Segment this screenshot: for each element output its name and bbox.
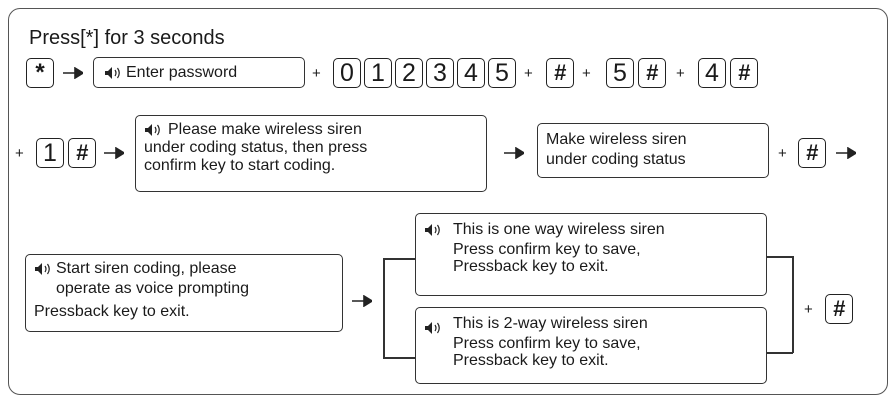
hash-key: # xyxy=(730,58,758,88)
plus-sign: + xyxy=(15,145,24,162)
digit-key: 2 xyxy=(395,58,423,88)
one-way-line: Press confirm key to save, xyxy=(453,241,641,258)
hash-key: # xyxy=(798,138,826,168)
speaker-icon xyxy=(425,224,440,236)
right-arrow-icon xyxy=(504,147,524,159)
digit-key: 0 xyxy=(333,58,361,88)
bracket-line xyxy=(383,258,385,358)
bracket-line xyxy=(383,357,415,359)
speaker-icon xyxy=(105,67,120,79)
start-line: Pressback key to exit. xyxy=(34,303,190,320)
prompt-line: Please make wireless siren xyxy=(168,121,362,138)
coding-prompt-box: Please make wireless siren under coding … xyxy=(135,115,487,192)
title: Press[*] for 3 seconds xyxy=(29,27,225,49)
bracket-line xyxy=(383,258,415,260)
two-way-siren-box: This is 2-way wireless siren Press confi… xyxy=(415,307,767,384)
plus-sign: + xyxy=(312,65,321,82)
hash-key: # xyxy=(68,138,96,168)
one-way-siren-box: This is one way wireless siren Press con… xyxy=(415,213,767,296)
digit-key: 4 xyxy=(457,58,485,88)
start-coding-box: Start siren coding, please operate as vo… xyxy=(25,254,343,332)
hash-key: # xyxy=(825,294,853,324)
bracket-line xyxy=(767,256,793,258)
coding-status-box: Make wireless siren under coding status xyxy=(537,123,769,178)
right-arrow-icon xyxy=(104,147,124,159)
one-way-line: This is one way wireless siren xyxy=(453,221,665,238)
hash-key: # xyxy=(638,58,666,88)
plus-sign: + xyxy=(676,65,685,82)
prompt-line: confirm key to start coding. xyxy=(144,157,336,174)
plus-sign: + xyxy=(524,65,533,82)
bracket-line xyxy=(767,352,793,354)
right-arrow-icon xyxy=(63,67,83,79)
speaker-icon xyxy=(425,322,440,334)
digit-key: 5 xyxy=(606,58,634,88)
action-line: under coding status xyxy=(546,151,686,168)
diagram-frame xyxy=(8,8,888,395)
digit-key: 5 xyxy=(488,58,516,88)
two-way-line: Press confirm key to save, xyxy=(453,335,641,352)
speaker-icon xyxy=(35,263,50,275)
hash-key: # xyxy=(546,58,574,88)
speaker-icon xyxy=(145,124,160,136)
prompt-line: under coding status, then press xyxy=(144,139,368,156)
right-arrow-icon xyxy=(836,147,856,159)
digit-key: 3 xyxy=(426,58,454,88)
two-way-line: Pressback key to exit. xyxy=(453,352,609,369)
bracket-line xyxy=(792,256,794,353)
plus-sign: + xyxy=(804,301,813,318)
action-line: Make wireless siren xyxy=(546,131,687,148)
two-way-line: This is 2-way wireless siren xyxy=(453,315,648,332)
digit-key: 1 xyxy=(36,138,64,168)
digit-key: 4 xyxy=(698,58,726,88)
plus-sign: + xyxy=(778,145,787,162)
star-key: * xyxy=(26,58,54,88)
start-line: Start siren coding, please xyxy=(56,260,237,277)
start-line: operate as voice prompting xyxy=(56,280,249,297)
enter-password-label: Enter password xyxy=(126,64,238,81)
digit-key: 1 xyxy=(364,58,392,88)
right-arrow-icon xyxy=(352,295,372,307)
one-way-line: Pressback key to exit. xyxy=(453,258,609,275)
plus-sign: + xyxy=(582,65,591,82)
enter-password-box: Enter password xyxy=(93,57,305,88)
